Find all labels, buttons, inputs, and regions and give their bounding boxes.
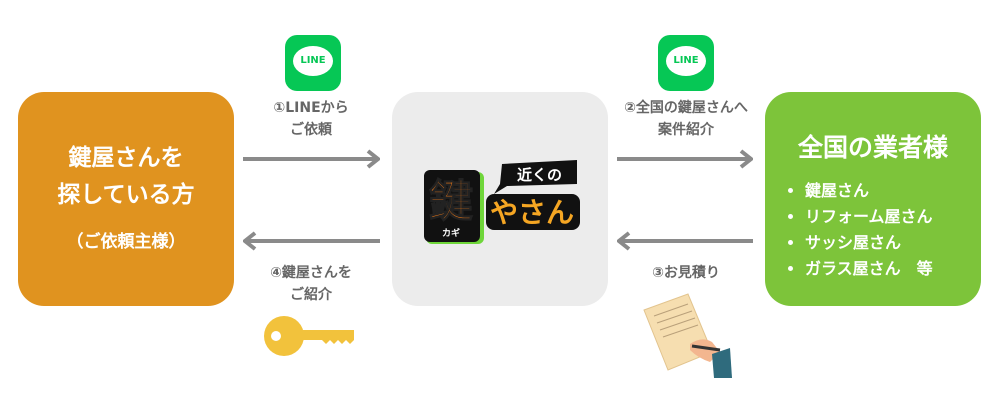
vendor-item: 鍵屋さん <box>805 178 981 204</box>
logo-rest: やさん <box>490 196 574 229</box>
vendor-item: ガラス屋さん 等 <box>805 256 981 282</box>
vendors-box: 全国の業者様 鍵屋さん リフォーム屋さん サッシ屋さん ガラス屋さん 等 <box>765 92 981 306</box>
arrow-left-icon <box>243 231 380 251</box>
arrow-right-icon <box>617 149 753 169</box>
arrow-left-icon <box>617 231 753 251</box>
client-line2: 探している方 <box>57 182 195 208</box>
key-icon <box>264 316 354 356</box>
step4-line1: ④鍵屋さんを <box>270 265 352 281</box>
line-app-icon: LINE <box>658 35 714 91</box>
client-line3: （ご依頼主様） <box>66 232 186 252</box>
vendors-list: 鍵屋さん リフォーム屋さん サッシ屋さん ガラス屋さん 等 <box>789 178 981 282</box>
step2-line2: 案件紹介 <box>657 122 714 138</box>
vendor-item: サッシ屋さん <box>805 230 981 256</box>
vendors-title: 全国の業者様 <box>797 133 948 162</box>
arrow-right-icon <box>243 149 380 169</box>
vendor-item: リフォーム屋さん <box>805 204 981 230</box>
client-line1: 鍵屋さんを <box>68 145 184 171</box>
step1-line2: ご依頼 <box>289 122 332 138</box>
step2-line1: ②全国の鍵屋さんへ <box>624 100 748 116</box>
step2-label: ②全国の鍵屋さんへ案件紹介 <box>624 97 748 141</box>
step1-line1: ①LINEから <box>273 100 349 116</box>
logo-ruby: カギ <box>442 227 460 239</box>
line-icon-label: LINE <box>666 46 706 76</box>
step4-line2: ご紹介 <box>289 287 332 303</box>
step1-label: ①LINEからご依頼 <box>273 97 348 141</box>
step3-line1: ③お見積り <box>652 265 720 281</box>
step4-label: ④鍵屋さんをご紹介 <box>270 262 352 306</box>
step3-label: ③お見積り <box>652 262 720 284</box>
service-box: 近くの 鍵 カギ やさん <box>392 92 608 306</box>
logo-callout: 近くの <box>517 166 562 184</box>
contract-signing-icon <box>643 293 732 378</box>
line-icon-label: LINE <box>293 46 333 76</box>
logo-kanji: 鍵 <box>429 176 473 227</box>
kagiyasan-logo: 近くの 鍵 カギ やさん <box>424 160 580 244</box>
client-box: 鍵屋さんを 探している方 （ご依頼主様） <box>18 92 234 306</box>
line-app-icon: LINE <box>285 35 341 91</box>
